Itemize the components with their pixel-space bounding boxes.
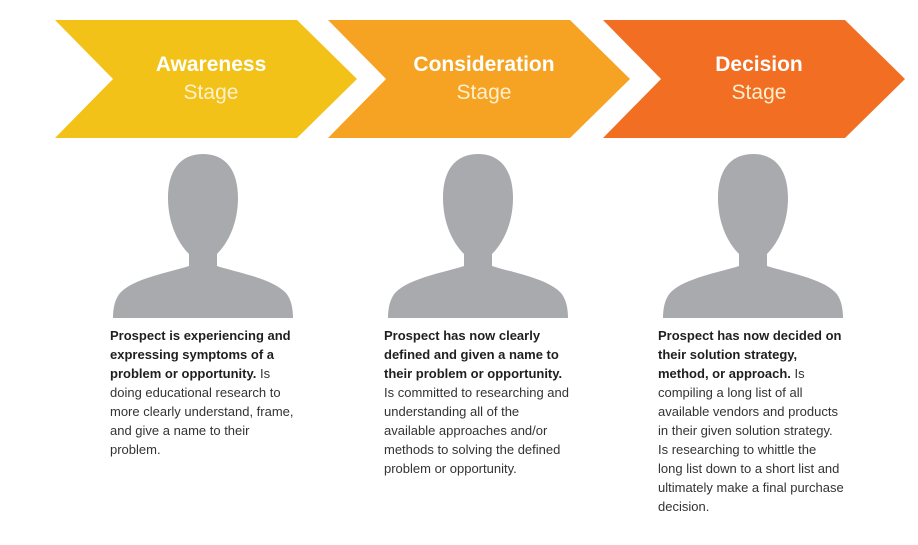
stage-title: Awareness [155,53,267,76]
consideration-stage-chevron: Consideration Stage [328,20,630,138]
person-avatar-decision [663,150,843,318]
chevron-shape [328,20,630,138]
person-avatar-consideration [388,150,568,318]
person-icon [663,154,843,318]
awareness-stage-chevron: Awareness Stage [55,20,357,138]
description-bold: Prospect has now decided on their soluti… [658,328,842,381]
decision-stage-chevron: Decision Stage [603,20,905,138]
stage-title: Consideration [413,53,555,76]
person-icon [388,154,568,318]
stage-subtitle: Stage [183,81,239,104]
stage-subtitle: Stage [731,81,787,104]
description-text: Is doing educational research to more cl… [110,366,294,457]
chevron-shape [603,20,905,138]
decision-description: Prospect has now decided on their soluti… [658,326,844,516]
description-text: Is committed to researching and understa… [384,385,569,476]
awareness-description: Prospect is experiencing and expressing … [110,326,296,459]
stage-label: Awareness Stage [55,20,357,138]
person-icon [113,154,293,318]
stage-label: Decision Stage [603,20,905,138]
consideration-description: Prospect has now clearly defined and giv… [384,326,570,478]
stage-subtitle: Stage [456,81,512,104]
stage-label: Consideration Stage [328,20,630,138]
person-avatar-awareness [113,150,293,318]
description-bold: Prospect is experiencing and expressing … [110,328,291,381]
chevron-shape [55,20,357,138]
description-text: Is compiling a long list of all availabl… [658,366,844,514]
description-bold: Prospect has now clearly defined and giv… [384,328,563,381]
stage-title: Decision [715,53,803,76]
